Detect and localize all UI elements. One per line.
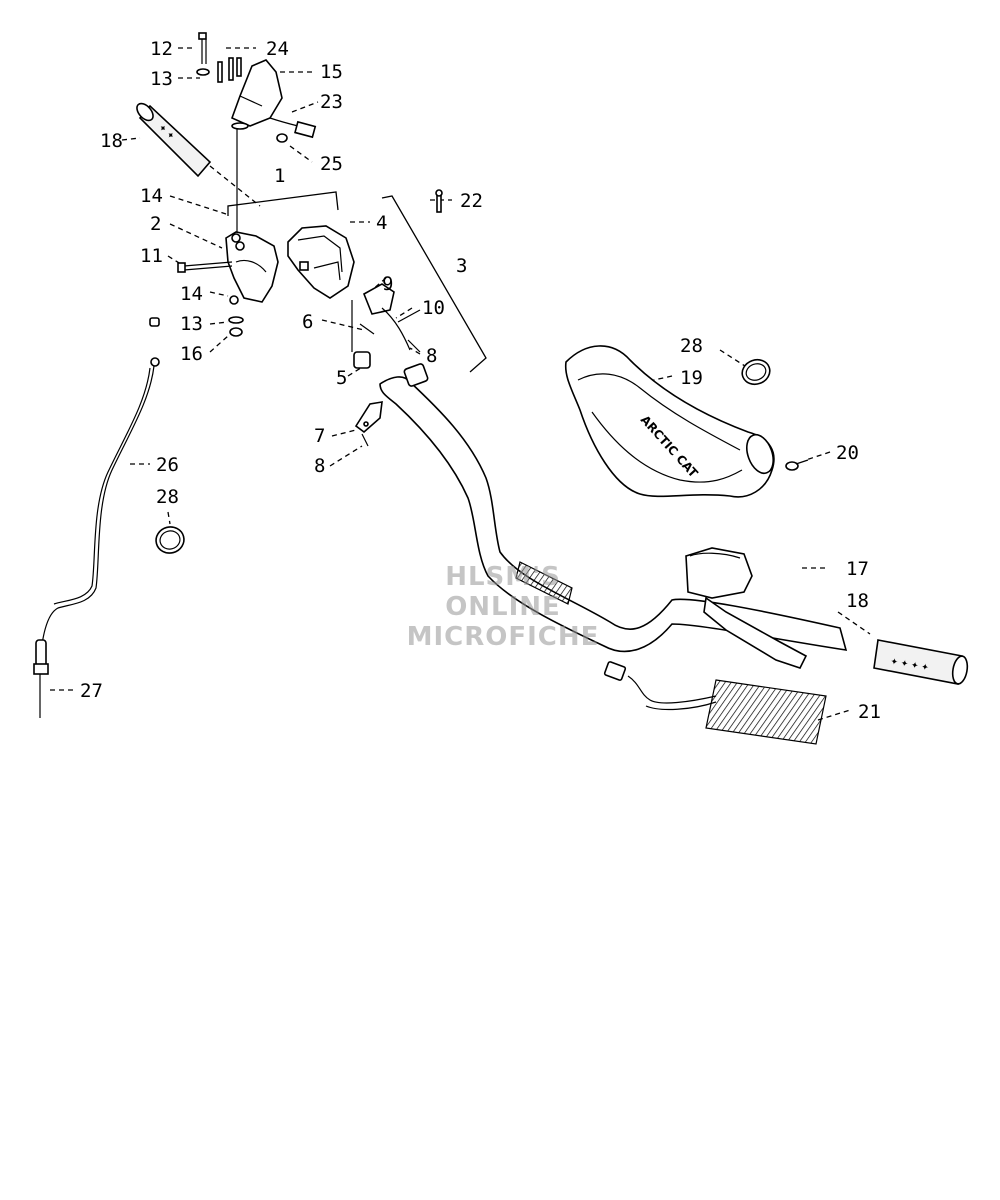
nut-16 (229, 327, 243, 337)
callout-11: 11 (140, 245, 163, 267)
callout-14: 14 (180, 283, 203, 305)
callout-28: 28 (680, 335, 703, 357)
callout-2: 2 (150, 213, 161, 235)
callout-8: 8 (426, 345, 437, 367)
callout-22: 22 (460, 190, 483, 212)
callout-8: 8 (314, 455, 325, 477)
watermark: HLSM'S ONLINE MICROFICHE (388, 562, 618, 652)
screw-11 (177, 261, 233, 273)
callout-labels: 12 24 13 15 23 18 25 1 14 22 2 4 11 3 9 … (80, 38, 881, 723)
switch-23 (269, 117, 317, 139)
screw-8-top (407, 339, 421, 353)
callout-24: 24 (266, 38, 289, 60)
callout-27: 27 (80, 680, 103, 702)
callout-28: 28 (156, 486, 179, 508)
plug-25 (276, 133, 288, 143)
callout-21: 21 (858, 701, 881, 723)
grip-18-right: ✦ ✦ ✦ ✦ (873, 639, 969, 685)
callout-23: 23 (320, 91, 343, 113)
throttle-block-4 (287, 225, 355, 299)
pin-6 (359, 323, 375, 335)
bushing-5 (351, 300, 371, 369)
assembly-1-bracket (227, 191, 339, 216)
callout-18: 18 (846, 590, 869, 612)
callout-20: 20 (836, 442, 859, 464)
callout-18: 18 (100, 130, 123, 152)
callout-16: 16 (180, 343, 203, 365)
callout-17: 17 (846, 558, 869, 580)
clamp-28-upper (741, 358, 771, 386)
screw-20 (785, 459, 809, 471)
callout-3: 3 (456, 255, 467, 277)
heater-element-21 (603, 661, 827, 745)
bracket-7 (354, 401, 383, 434)
throttle-lever-15 (230, 59, 283, 130)
watermark-line-3: MICROFICHE (406, 622, 600, 652)
callout-10: 10 (422, 297, 445, 319)
callout-13: 13 (150, 68, 173, 90)
callout-5: 5 (336, 367, 347, 389)
switch-9 (362, 283, 395, 315)
watermark-line-1: HLSM'S (445, 562, 561, 592)
callout-14: 14 (140, 185, 163, 207)
handlebar-17 (379, 363, 848, 653)
callout-13: 13 (180, 313, 203, 335)
washer-14-top (231, 233, 241, 243)
callout-19: 19 (680, 367, 703, 389)
callout-15: 15 (320, 61, 343, 83)
throttle-cable-26 (33, 317, 160, 718)
hand-guard-19: ARCTIC CAT (564, 345, 775, 498)
callout-7: 7 (314, 425, 325, 447)
screw-12 (198, 32, 207, 64)
callout-4: 4 (376, 212, 387, 234)
washer-14-bottom (229, 295, 239, 305)
leader-lines (50, 47, 871, 721)
callout-25: 25 (320, 153, 343, 175)
washer-13-top (196, 68, 210, 76)
callout-6: 6 (302, 311, 313, 333)
clamp-28-lower (155, 526, 185, 554)
callout-1: 1 (274, 165, 285, 187)
washer-13-bottom (228, 316, 244, 324)
grip-18-left: ✦ ✦ (136, 102, 212, 178)
brake-lever-assembly (685, 547, 808, 669)
callout-9: 9 (382, 273, 393, 295)
pin-22 (435, 189, 443, 213)
wire-10 (381, 307, 421, 351)
assembly-3-bracket (381, 195, 487, 373)
watermark-line-2: ONLINE (445, 592, 561, 622)
screw-8-bottom (361, 433, 369, 447)
housing-2 (225, 231, 279, 303)
callout-26: 26 (156, 454, 179, 476)
callout-12: 12 (150, 38, 173, 60)
pins-24 (217, 57, 242, 83)
